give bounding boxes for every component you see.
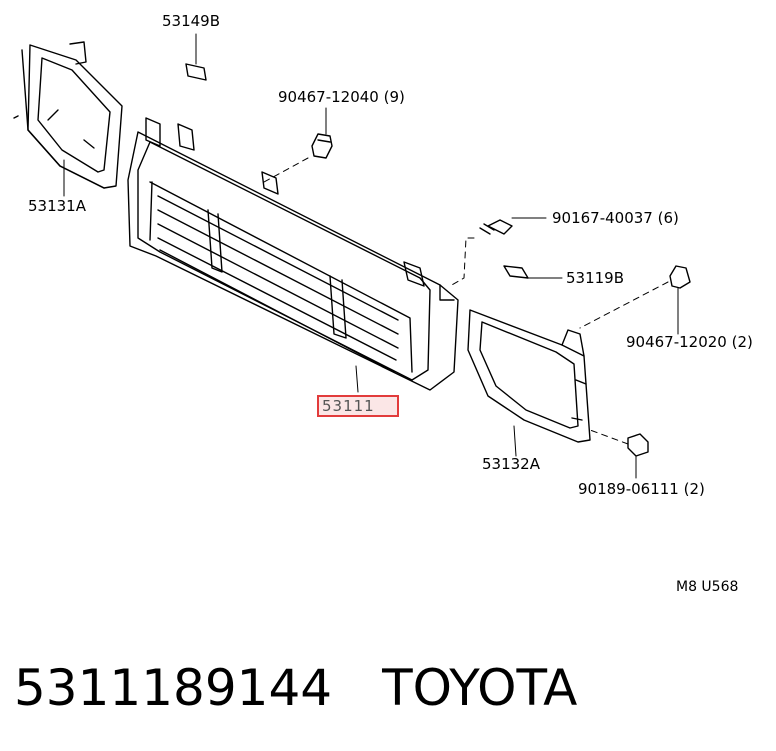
headlamp-bezel-right [467,309,591,443]
label-53111: 53111 [322,397,375,415]
diagram-code: M8 U568 [676,579,739,595]
highlight-box [317,395,399,417]
footer: 5311189144 TOYOTA [14,658,577,718]
clip-90467-12020 [669,265,691,289]
label-90467-12040: 90467-12040 (9) [278,88,405,106]
clip-90467-12040 [311,133,333,159]
label-90189-06111: 90189-06111 (2) [578,480,705,498]
label-53119B: 53119B [566,269,625,287]
screw-90167-40037 [479,219,513,235]
label-53149B: 53149B [162,12,221,30]
footer-part-number: 5311189144 [14,659,333,717]
clip-53119B [503,265,529,279]
radiator-grille [127,117,459,391]
label-53131A: 53131A [28,197,86,215]
headlamp-bezel-left [13,41,123,189]
footer-brand: TOYOTA [382,659,578,717]
label-90167-40037: 90167-40037 (6) [552,209,679,227]
label-53132A: 53132A [482,455,540,473]
nut-90189-06111 [627,433,649,457]
label-90467-12020: 90467-12020 (2) [626,333,753,351]
leader-lines [63,33,679,479]
clip-53149B [185,63,207,81]
